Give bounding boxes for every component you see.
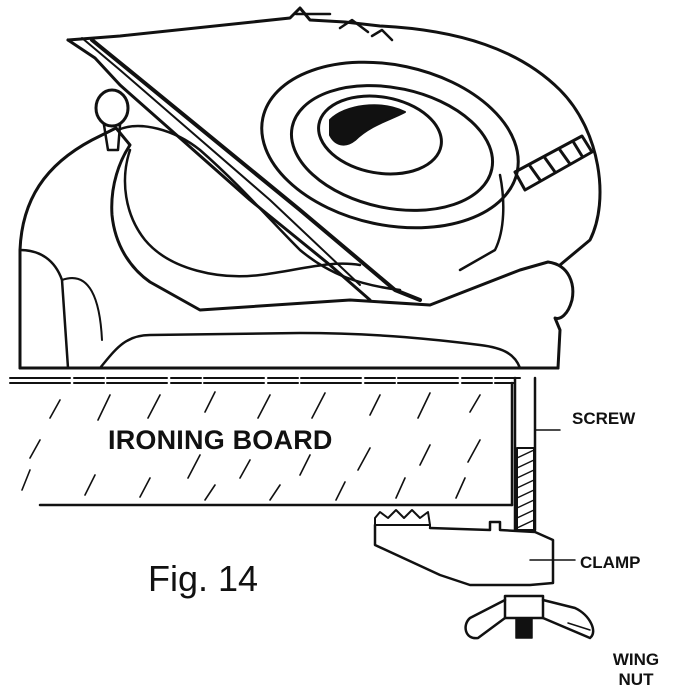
wing-nut-label-line1: WING xyxy=(612,650,660,669)
ironing-board xyxy=(9,377,521,507)
iron-handle-front xyxy=(66,38,372,302)
screw-label: SCREW xyxy=(572,409,636,428)
clamp-label: CLAMP xyxy=(580,553,641,572)
iron-front-wall xyxy=(18,248,70,370)
wing-nut-label-line2: NUT xyxy=(618,670,654,689)
iron-inner-oval xyxy=(317,94,443,176)
iron-shell-curve xyxy=(116,124,402,292)
screw-thread-hatch xyxy=(516,449,535,529)
ironing-board-label: IRONING BOARD xyxy=(108,425,333,455)
top-buttons xyxy=(294,12,394,42)
clamp-jaw xyxy=(374,509,431,526)
wing-nut xyxy=(464,594,595,640)
iron-base-outline xyxy=(18,126,575,370)
iron-rear-edge xyxy=(458,173,505,272)
front-knob xyxy=(94,88,130,152)
board-hatching xyxy=(21,391,481,501)
power-cord xyxy=(513,134,594,192)
steam-iron xyxy=(18,6,602,370)
clamp-assembly xyxy=(373,376,595,640)
clamp-body xyxy=(373,520,555,587)
wing-nut-label: WING NUT xyxy=(606,650,666,690)
figure-caption: Fig. 14 xyxy=(148,558,259,599)
screw-thread-block xyxy=(516,447,535,531)
iron-dial-shadow xyxy=(329,104,406,146)
iron-heel-curve xyxy=(98,331,522,370)
board-top-edge xyxy=(9,377,521,384)
iron-handle-top xyxy=(66,6,602,267)
iron-middle-oval xyxy=(289,84,495,212)
